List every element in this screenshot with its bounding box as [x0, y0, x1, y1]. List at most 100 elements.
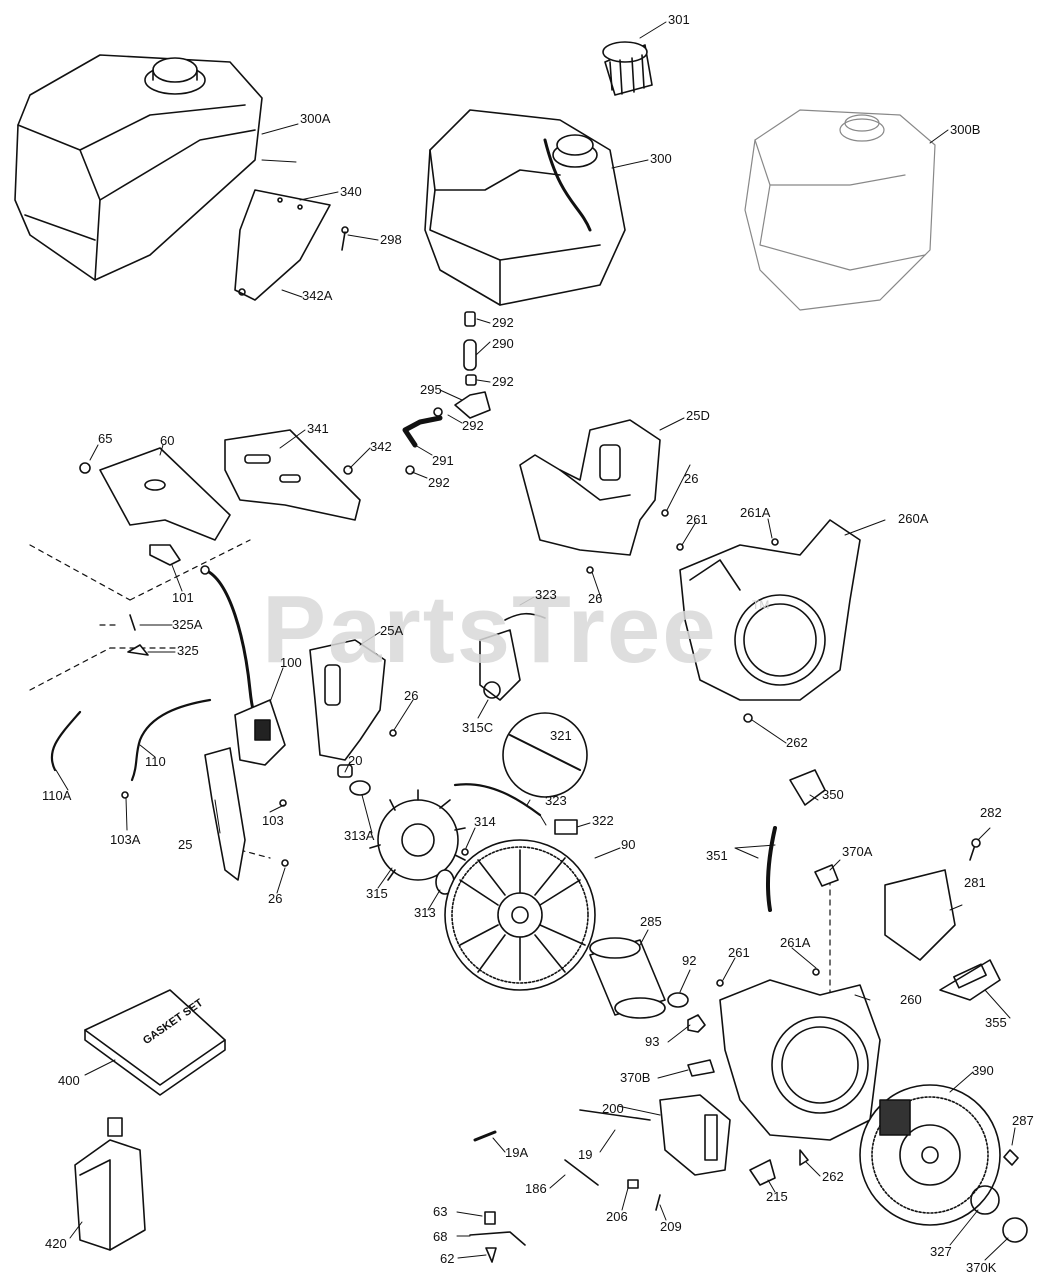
label-325[interactable]: 325	[177, 643, 199, 658]
label-186[interactable]: 186	[525, 1181, 547, 1196]
label-314[interactable]: 314	[474, 814, 496, 829]
label-300B[interactable]: 300B	[950, 122, 981, 137]
label-282[interactable]: 282	[980, 805, 1002, 820]
label-300A[interactable]: 300A	[300, 111, 331, 126]
label-90[interactable]: 90	[621, 837, 636, 852]
label-26-2[interactable]: 26	[588, 591, 603, 606]
screw-282	[969, 844, 976, 861]
label-300[interactable]: 300	[650, 151, 672, 166]
label-261A-1[interactable]: 261A	[740, 505, 771, 520]
label-292-1[interactable]: 292	[492, 315, 514, 330]
wire-110	[130, 698, 212, 782]
label-19[interactable]: 19	[578, 1147, 593, 1162]
label-25D[interactable]: 25D	[686, 408, 710, 423]
lead-323	[453, 783, 542, 817]
label-20[interactable]: 20	[348, 753, 363, 768]
label-313[interactable]: 313	[414, 905, 436, 920]
label-291[interactable]: 291	[432, 453, 454, 468]
plate-370A	[814, 864, 839, 887]
label-262-1[interactable]: 262	[786, 735, 808, 750]
label-209[interactable]: 209	[660, 1219, 682, 1234]
label-322[interactable]: 322	[592, 813, 614, 828]
label-370B[interactable]: 370B	[620, 1070, 651, 1085]
clip-101	[149, 544, 181, 566]
label-315[interactable]: 315	[366, 886, 388, 901]
switch-315C	[479, 612, 546, 701]
fuel-tank-300A	[14, 54, 263, 281]
label-26-3[interactable]: 26	[404, 688, 419, 703]
label-65[interactable]: 65	[98, 431, 113, 446]
label-19A[interactable]: 19A	[505, 1145, 529, 1160]
label-370A[interactable]: 370A	[842, 844, 873, 859]
label-110A[interactable]: 110A	[42, 788, 72, 803]
screw-209	[655, 1194, 661, 1211]
recoil-starter-390	[859, 1084, 1001, 1226]
label-315C[interactable]: 315C	[462, 720, 494, 735]
label-261A-2[interactable]: 261A	[780, 935, 811, 950]
label-342A[interactable]: 342A	[302, 288, 333, 303]
label-26-4[interactable]: 26	[268, 891, 283, 906]
shroud-25D	[519, 419, 661, 556]
label-298[interactable]: 298	[380, 232, 402, 247]
label-101[interactable]: 101	[172, 590, 194, 605]
label-100[interactable]: 100	[280, 655, 302, 670]
blower-housing-260	[719, 979, 881, 1141]
label-26-1[interactable]: 26	[684, 471, 699, 486]
label-323-2[interactable]: 323	[545, 793, 567, 808]
part-215	[749, 1159, 776, 1186]
label-62[interactable]: 62	[440, 1251, 455, 1266]
oil-bottle-420	[74, 1117, 146, 1251]
plate-25	[204, 747, 246, 881]
label-260[interactable]: 260	[900, 992, 922, 1007]
part-206	[627, 1179, 639, 1189]
label-342[interactable]: 342	[370, 439, 392, 454]
label-295[interactable]: 295	[420, 382, 442, 397]
label-390[interactable]: 390	[972, 1063, 994, 1078]
label-215[interactable]: 215	[766, 1189, 788, 1204]
label-301[interactable]: 301	[668, 12, 690, 27]
label-420[interactable]: 420	[45, 1236, 67, 1251]
label-25A[interactable]: 25A	[380, 623, 404, 638]
label-340[interactable]: 340	[340, 184, 362, 199]
watermark-trademark: TM	[752, 598, 770, 612]
label-292-2[interactable]: 292	[492, 374, 514, 389]
wire-110A	[50, 710, 82, 772]
label-292-3[interactable]: 292	[462, 418, 484, 433]
label-68[interactable]: 68	[433, 1229, 448, 1244]
fuel-tank-300B	[744, 109, 936, 311]
spring-19	[579, 1109, 651, 1121]
label-341[interactable]: 341	[307, 421, 329, 436]
label-93[interactable]: 93	[645, 1034, 660, 1049]
label-110[interactable]: 110	[145, 754, 166, 769]
label-260A[interactable]: 260A	[898, 511, 929, 526]
label-200[interactable]: 200	[602, 1101, 624, 1116]
label-206[interactable]: 206	[606, 1209, 628, 1224]
label-25[interactable]: 25	[178, 837, 193, 852]
label-292-4[interactable]: 292	[428, 475, 450, 490]
label-92[interactable]: 92	[682, 953, 697, 968]
label-103A[interactable]: 103A	[110, 832, 141, 847]
label-350[interactable]: 350	[822, 787, 844, 802]
label-323-1[interactable]: 323	[535, 587, 557, 602]
label-261-2[interactable]: 261	[728, 945, 750, 960]
label-60[interactable]: 60	[160, 433, 175, 448]
bracket-60	[79, 447, 231, 541]
label-285[interactable]: 285	[640, 914, 662, 929]
label-370K[interactable]: 370K	[966, 1260, 997, 1275]
label-281[interactable]: 281	[964, 875, 986, 890]
label-103[interactable]: 103	[262, 813, 284, 828]
label-63[interactable]: 63	[433, 1204, 448, 1219]
label-400[interactable]: 400	[58, 1073, 80, 1088]
cover-281	[884, 869, 956, 961]
label-355[interactable]: 355	[985, 1015, 1007, 1030]
label-262-2[interactable]: 262	[822, 1169, 844, 1184]
label-325A[interactable]: 325A	[172, 617, 203, 632]
label-313A[interactable]: 313A	[344, 828, 375, 843]
label-327[interactable]: 327	[930, 1244, 952, 1259]
label-351[interactable]: 351	[706, 848, 728, 863]
label-290[interactable]: 290	[492, 336, 514, 351]
label-321[interactable]: 321	[550, 728, 572, 743]
label-261-1[interactable]: 261	[686, 512, 708, 527]
label-287[interactable]: 287	[1012, 1113, 1034, 1128]
part-63	[484, 1211, 496, 1225]
